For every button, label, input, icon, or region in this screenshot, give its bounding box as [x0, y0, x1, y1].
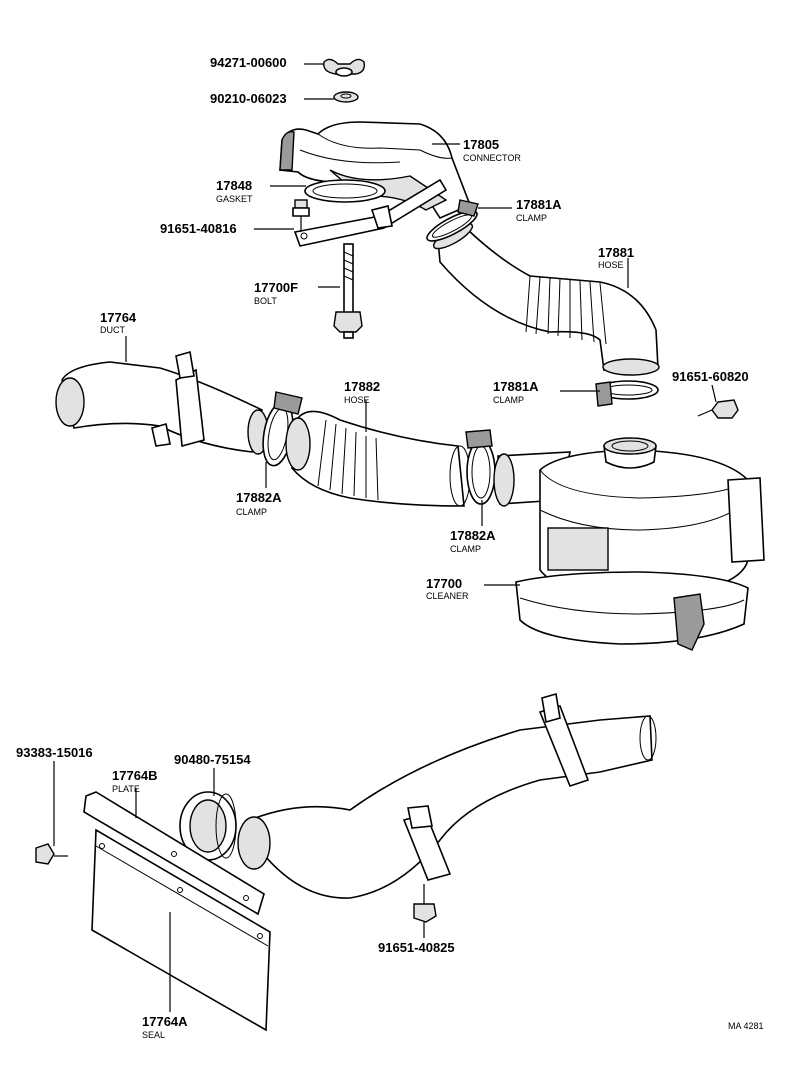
clamp-center-drawing [465, 429, 496, 505]
label-hose-middle: 17882 HOSE [344, 379, 380, 405]
label-bolt-seal: 93383-15016 [16, 745, 93, 760]
part-name: HOSE [598, 260, 624, 270]
wing-nut-drawing [323, 58, 366, 77]
label-cleaner: 17700 CLEANER [426, 576, 469, 601]
part-number: 94271-00600 [210, 55, 287, 70]
part-name: SEAL [142, 1030, 165, 1040]
label-plate: 17764B PLATE [112, 768, 158, 794]
label-clamp-center: 17882A CLAMP [450, 528, 496, 554]
label-duct: 17764 DUCT [100, 310, 137, 335]
label-clamp-top: 17881A CLAMP [516, 197, 562, 223]
label-clamp-right: 17881A CLAMP [493, 379, 539, 405]
part-number: 17764B [112, 768, 158, 783]
reference-code: MA 4281 [728, 1021, 764, 1031]
part-number: 90210-06023 [210, 91, 287, 106]
part-name: DUCT [100, 325, 125, 335]
part-number: 17881A [516, 197, 562, 212]
clamp-left-drawing [262, 391, 303, 467]
bracket-drawing [293, 178, 448, 247]
part-number: 17700F [254, 280, 298, 295]
label-grommet: 90480-75154 [174, 752, 251, 767]
label-connector: 17805 CONNECTOR [463, 137, 521, 163]
duct-drawing [55, 350, 269, 455]
part-name: CLEANER [426, 591, 469, 601]
washer-drawing [333, 91, 359, 103]
bolt-right-drawing [697, 399, 739, 419]
connector-drawing [279, 121, 472, 220]
part-name: CLAMP [450, 544, 481, 554]
label-seal: 17764A SEAL [142, 1014, 188, 1040]
part-name: BOLT [254, 296, 277, 306]
part-number: 17848 [216, 178, 252, 193]
hose-middle-drawing [285, 410, 471, 507]
part-name: CLAMP [236, 507, 267, 517]
part-name: PLATE [112, 784, 140, 794]
part-number: 17882A [236, 490, 282, 505]
gasket-drawing [304, 179, 386, 203]
label-stud-bolt: 17700F BOLT [254, 280, 298, 306]
lower-pipe-drawing [237, 692, 657, 899]
label-bolt-right: 91651-60820 [672, 369, 749, 384]
cleaner-drawing [493, 437, 765, 651]
part-number: 91651-40825 [378, 940, 455, 955]
seal-drawing [91, 828, 271, 1032]
part-name: CLAMP [516, 213, 547, 223]
plate-drawing [83, 791, 265, 916]
part-number: 17881A [493, 379, 539, 394]
label-hose-right: 17881 HOSE [598, 245, 634, 270]
clamp-top-drawing [426, 199, 479, 242]
part-name: HOSE [344, 395, 370, 405]
stud-bolt-drawing [333, 243, 363, 339]
label-bolt-top: 91651-40816 [160, 221, 237, 236]
part-number: 17700 [426, 576, 462, 591]
hose-right-drawing [432, 222, 660, 376]
part-name: CLAMP [493, 395, 524, 405]
label-wing-nut: 94271-00600 [210, 55, 287, 70]
part-name: GASKET [216, 194, 253, 204]
part-number: 91651-60820 [672, 369, 749, 384]
part-number: 90480-75154 [174, 752, 251, 767]
bolt-top-drawing [292, 199, 310, 232]
label-washer: 90210-06023 [210, 91, 287, 106]
bolt-bottom-drawing [413, 884, 437, 923]
part-number: 17805 [463, 137, 499, 152]
label-bolt-bottom: 91651-40825 [378, 940, 455, 955]
part-number: 91651-40816 [160, 221, 237, 236]
grommet-drawing [179, 791, 237, 861]
part-number: 17881 [598, 245, 634, 260]
clamp-right-drawing [595, 380, 659, 407]
part-number: 17882 [344, 379, 380, 394]
part-number: 17764A [142, 1014, 188, 1029]
part-number: 17764 [100, 310, 137, 325]
part-number: 93383-15016 [16, 745, 93, 760]
part-number: 17882A [450, 528, 496, 543]
label-gasket: 17848 GASKET [216, 178, 253, 204]
part-name: CONNECTOR [463, 153, 521, 163]
label-clamp-left: 17882A CLAMP [236, 490, 282, 517]
bolt-seal-drawing [35, 843, 68, 865]
leader-lines [53, 63, 717, 1012]
